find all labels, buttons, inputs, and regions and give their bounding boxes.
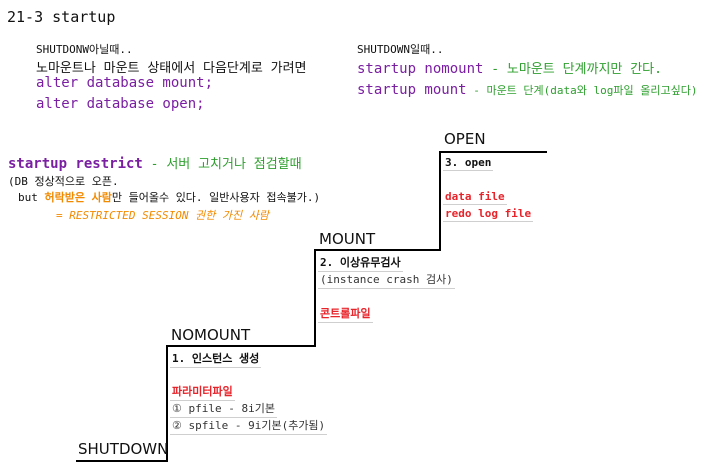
restricted-session-note: = RESTRICTED SESSION 권한 가진 사람 xyxy=(56,209,270,222)
redo-log-file-label: redo log file xyxy=(443,207,534,222)
alter-open-cmd: alter database open; xyxy=(36,96,205,112)
restrict-note-post: 만 들어올수 있다. 일반사용자 접속불가.) xyxy=(111,191,321,204)
open-step: 3. open xyxy=(443,156,494,171)
mount-label: MOUNT xyxy=(319,230,376,248)
restrict-note-line2: but 허락받은 사람만 들어올수 있다. 일반사용자 접속불가.) xyxy=(18,189,320,205)
pfile-item: ① pfile - 8i기본 xyxy=(170,400,277,418)
startup-nomount-line: startup nomount - 노마운트 단계까지만 간다. xyxy=(357,58,662,77)
startup-mount-line: startup mount - 마운트 단계(data와 log파일 올리고싶다… xyxy=(357,79,697,98)
control-file-label: 콘트롤파일 xyxy=(318,305,373,323)
restrict-highlight: 허락받은 사람 xyxy=(44,191,112,204)
open-label: OPEN xyxy=(444,130,486,148)
startup-nomount-desc: - 노마운트 단계까지만 간다. xyxy=(483,62,662,77)
nomount-step: 1. 인스턴스 생성 xyxy=(170,350,262,368)
alter-mount-cmd: alter database mount; xyxy=(36,75,214,91)
left-heading: SHUTDONW아닐때.. xyxy=(36,43,133,56)
mount-step-detail: (instance crash 검사) xyxy=(318,271,455,289)
data-file-label: data file xyxy=(443,190,507,205)
staircase-line xyxy=(76,151,547,462)
restrict-line: startup restrict - 서버 고치거나 점검할때 xyxy=(8,153,302,172)
startup-mount-cmd: startup mount xyxy=(357,82,467,98)
shutdown-label: SHUTDOWN xyxy=(78,440,169,458)
left-desc: 노마운트나 마운트 상태에서 다음단계로 가려면 xyxy=(36,61,307,76)
startup-nomount-cmd: startup nomount xyxy=(357,61,484,77)
startup-restrict-desc: - 서버 고치거나 점검할때 xyxy=(142,157,302,172)
startup-mount-desc: - 마운트 단계(data와 log파일 올리고싶다) xyxy=(466,84,698,97)
right-heading: SHUTDOWN일때.. xyxy=(357,43,444,56)
restrict-note-line1: (DB 정상적으로 오픈. xyxy=(8,175,119,188)
nomount-label: NOMOUNT xyxy=(171,326,251,344)
restrict-note-pre: but xyxy=(18,191,45,204)
spfile-item: ② spfile - 9i기본(추가됨) xyxy=(170,417,328,435)
parameter-file-label: 파라미터파일 xyxy=(170,383,235,401)
startup-restrict-cmd: startup restrict xyxy=(8,156,143,172)
page-title: 21-3 startup xyxy=(7,8,116,26)
mount-step: 2. 이상유무검사 xyxy=(318,254,403,272)
